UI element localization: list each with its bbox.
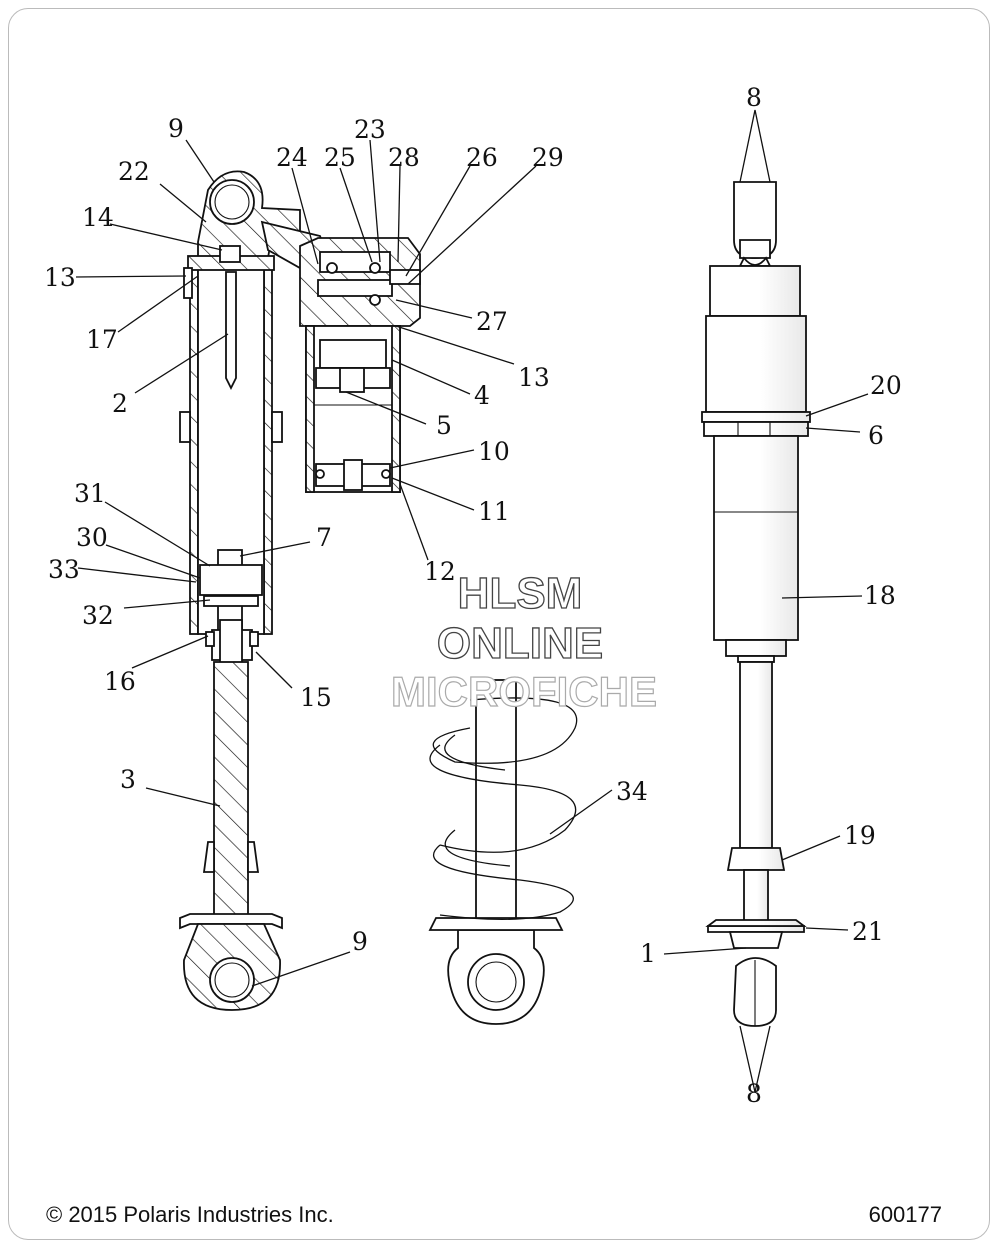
callout-8-top: 8 <box>746 83 762 112</box>
spring-assembly <box>428 679 578 1025</box>
callout-24: 24 <box>276 143 308 172</box>
callout-19: 19 <box>844 821 876 850</box>
callout-29: 29 <box>532 143 564 172</box>
callout-2: 2 <box>112 389 128 418</box>
callout-33: 33 <box>48 555 80 584</box>
leader-lines <box>75 139 869 987</box>
callout-31: 31 <box>74 479 106 508</box>
callout-9-top: 9 <box>168 114 184 143</box>
callout-32: 32 <box>82 601 114 630</box>
callout-27: 27 <box>476 307 508 336</box>
callout-10: 10 <box>478 437 510 466</box>
callout-3: 3 <box>120 765 136 794</box>
watermark-line-1: HLSM <box>458 569 583 618</box>
callout-7: 7 <box>316 523 332 552</box>
callout-14: 14 <box>82 203 114 232</box>
callout-1: 1 <box>640 939 656 968</box>
cutaway-shock-assembly <box>179 170 332 1011</box>
callout-23: 23 <box>354 115 386 144</box>
callout-9-bottom: 9 <box>352 927 368 956</box>
reservoir-assembly <box>299 237 421 493</box>
callout-5: 5 <box>436 411 452 440</box>
callout-6: 6 <box>868 421 884 450</box>
watermark: HLSM ONLINE MICROFICHE <box>390 568 657 715</box>
callout-22: 22 <box>118 157 150 186</box>
callout-11: 11 <box>478 497 510 526</box>
callout-21: 21 <box>852 917 884 946</box>
callout-30: 30 <box>76 523 108 552</box>
callout-13-left: 13 <box>44 263 76 292</box>
exterior-shock-assembly <box>701 109 811 1093</box>
callout-18: 18 <box>864 581 896 610</box>
callout-25: 25 <box>324 143 356 172</box>
callout-17: 17 <box>86 325 118 354</box>
callout-8-bottom: 8 <box>746 1079 762 1108</box>
callout-15: 15 <box>300 683 332 712</box>
callout-13-right: 13 <box>518 363 550 392</box>
diagram-border <box>8 8 990 1240</box>
callout-4: 4 <box>474 381 490 410</box>
callout-16: 16 <box>104 667 136 696</box>
watermark-line-2: ONLINE <box>437 619 603 668</box>
callout-labels: 9 22 14 13 17 2 24 25 23 28 26 29 27 13 … <box>44 83 902 1108</box>
callout-28: 28 <box>388 143 420 172</box>
callout-26: 26 <box>466 143 498 172</box>
callout-34: 34 <box>616 777 648 806</box>
callout-20: 20 <box>870 371 902 400</box>
document-number: 600177 <box>868 1202 942 1227</box>
callout-12: 12 <box>424 557 456 586</box>
copyright-text: © 2015 Polaris Industries Inc. <box>46 1202 334 1227</box>
watermark-line-3: MICROFICHE <box>391 668 657 715</box>
